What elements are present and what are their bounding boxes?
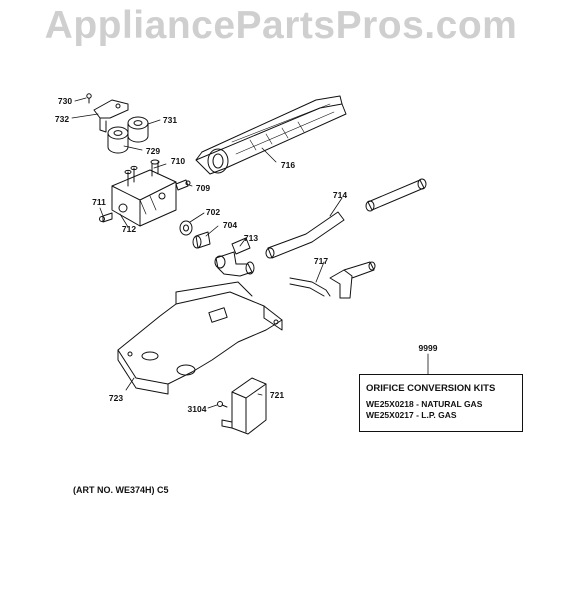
burner-716 (195, 95, 347, 175)
orifice-kit-box: ORIFICE CONVERSION KITS WE25X0218 - NATU… (359, 374, 523, 432)
igniter-717 (289, 261, 376, 299)
label-702: 702 (205, 206, 221, 217)
label-732: 732 (54, 113, 70, 124)
screw-3104 (217, 401, 228, 408)
label-721: 721 (269, 389, 285, 400)
bracket-732 (93, 99, 129, 133)
kit-description: NATURAL GAS (421, 399, 483, 409)
label-723: 723 (108, 392, 124, 403)
kit-title: ORIFICE CONVERSION KITS (366, 383, 496, 394)
shield-721 (221, 377, 267, 435)
kit-separator: - (413, 399, 422, 409)
leader-lines (71, 97, 429, 409)
label-9999: 9999 (418, 342, 438, 353)
orifice-702 (179, 220, 193, 236)
label-730: 730 (57, 95, 73, 106)
label-3104: 3104 (187, 403, 207, 414)
tube-714 (265, 178, 427, 259)
gas-valve-712 (111, 159, 177, 227)
label-712: 712 (121, 223, 137, 234)
art-number: (ART NO. WE374H) C5 (73, 485, 169, 495)
label-713: 713 (243, 232, 259, 243)
kit-part-number: WE25X0217 (366, 410, 414, 420)
screw-711 (99, 212, 113, 223)
label-714: 714 (332, 189, 348, 200)
label-710: 710 (170, 155, 186, 166)
bracket-723 (117, 281, 283, 395)
label-709: 709 (195, 182, 211, 193)
kit-separator: - (413, 410, 422, 420)
label-704: 704 (222, 219, 238, 230)
kit-description: L.P. GAS (421, 410, 457, 420)
kit-row-natural-gas: WE25X0218 - NATURAL GAS (366, 399, 516, 410)
kit-row-lp-gas: WE25X0217 - L.P. GAS (366, 410, 516, 421)
label-716: 716 (280, 159, 296, 170)
watermark: AppliancePartsPros.com (44, 4, 518, 47)
elbow-713 (214, 237, 255, 277)
label-729: 729 (145, 145, 161, 156)
label-711: 711 (92, 196, 106, 207)
coil-729 (107, 126, 129, 154)
coil-731 (127, 116, 149, 143)
label-731: 731 (162, 114, 178, 125)
label-717: 717 (313, 255, 329, 266)
kit-part-number: WE25X0218 (366, 399, 414, 409)
screw-730 (86, 93, 92, 104)
orifice-704 (192, 231, 211, 249)
